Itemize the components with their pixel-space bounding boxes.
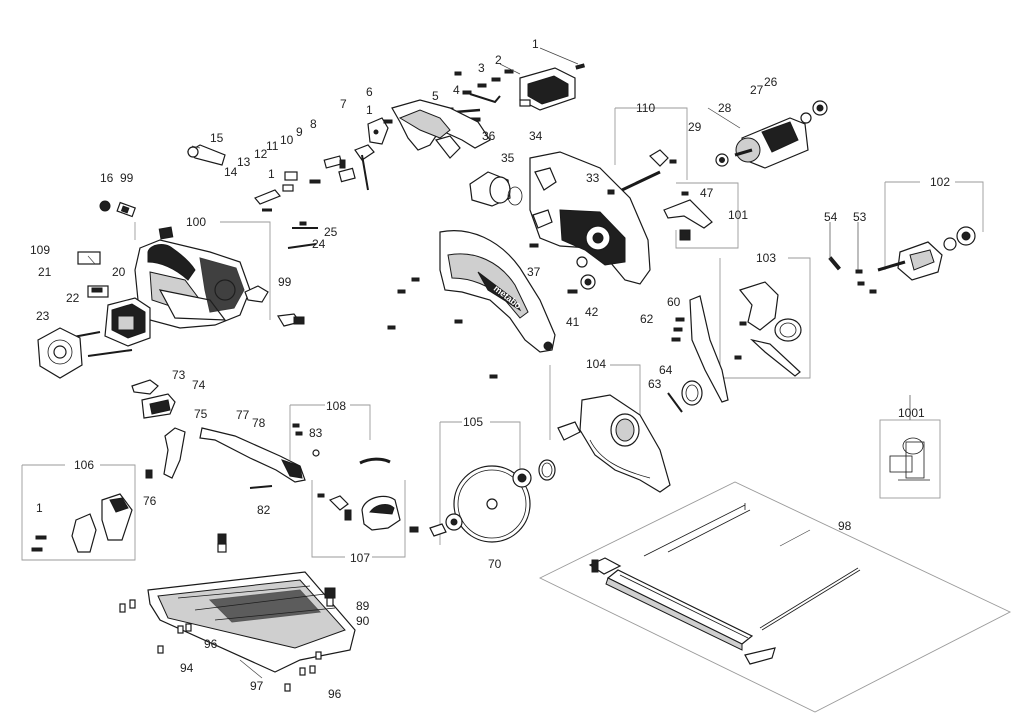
part-label-23: 23 [36, 309, 50, 323]
armature-assembly [715, 100, 828, 169]
part-label-96: 96 [204, 637, 218, 651]
depth-stop-assembly [163, 423, 391, 489]
part-label-73: 73 [172, 368, 186, 382]
part-label-35: 35 [501, 151, 515, 165]
part-label-21: 21 [38, 265, 52, 279]
lower-guard-104 [557, 394, 671, 493]
part-label-78: 78 [252, 416, 266, 430]
part-label-99: 99 [278, 275, 292, 289]
part-label-94: 94 [180, 661, 194, 675]
part-label-100: 100 [186, 215, 206, 229]
part-label-12: 12 [254, 147, 268, 161]
part-label-11: 11 [266, 139, 279, 153]
splitter-107 [317, 493, 401, 531]
part-label-42: 42 [585, 305, 599, 319]
part-label-9: 9 [296, 125, 303, 139]
part-label-47: 47 [700, 186, 714, 200]
part-label-70: 70 [488, 557, 502, 571]
riving-parts-110-101 [621, 149, 713, 241]
base-plate-97 [119, 533, 356, 692]
part-label-101: 101 [728, 208, 748, 222]
part-label-8: 8 [310, 117, 317, 131]
part-label-22: 22 [66, 291, 80, 305]
part-label-103: 103 [756, 251, 776, 265]
part-label-96: 96 [328, 687, 342, 701]
handles-106 [31, 469, 153, 553]
part-label-106: 106 [74, 458, 94, 472]
part-label-110: 110 [636, 101, 655, 115]
top-parts [186, 63, 585, 205]
saw-blade-105 [409, 459, 556, 543]
part-label-77: 77 [236, 408, 250, 422]
part-label-25: 25 [324, 225, 338, 239]
part-label-33: 33 [586, 171, 600, 185]
part-label-83: 83 [309, 426, 323, 440]
part-label-4: 4 [453, 83, 460, 97]
part-label-76: 76 [143, 494, 157, 508]
part-label-75: 75 [194, 407, 208, 421]
part-label-10: 10 [280, 133, 294, 147]
part-label-63: 63 [648, 377, 662, 391]
part-label-97: 97 [250, 679, 264, 693]
part-label-62: 62 [640, 312, 654, 326]
part-label-1: 1 [36, 501, 43, 515]
part-label-6: 6 [366, 85, 373, 99]
part-label-5: 5 [432, 89, 439, 103]
blade-guard-assembly: metabo [387, 151, 651, 379]
part-label-15: 15 [210, 131, 224, 145]
part-label-90: 90 [356, 614, 370, 628]
part-label-74: 74 [192, 378, 206, 392]
part-label-60: 60 [667, 295, 681, 309]
leader-lines [87, 47, 911, 679]
part-label-1: 1 [268, 167, 275, 181]
part-label-1: 1 [366, 103, 373, 117]
part-label-13: 13 [237, 155, 251, 169]
part-label-98: 98 [838, 519, 852, 533]
riving-knife-103 [667, 281, 802, 413]
accessory-1001 [889, 437, 930, 481]
part-label-107: 107 [350, 551, 370, 565]
part-label-36: 36 [482, 129, 496, 143]
part-label-108: 108 [326, 399, 346, 413]
part-label-16: 16 [100, 171, 114, 185]
part-label-89: 89 [356, 599, 370, 613]
part-label-53: 53 [853, 210, 867, 224]
part-label-1: 1 [532, 37, 539, 51]
fence-assembly-98 [538, 481, 1012, 713]
switch-parts-73-74 [131, 379, 176, 419]
motor-housing-100 [37, 200, 318, 379]
part-label-24: 24 [312, 237, 326, 251]
part-label-28: 28 [718, 101, 732, 115]
part-label-104: 104 [586, 357, 606, 371]
part-label-2: 2 [495, 53, 502, 67]
part-label-54: 54 [824, 210, 838, 224]
part-label-105: 105 [463, 415, 483, 429]
part-label-26: 26 [764, 75, 778, 89]
part-label-37: 37 [527, 265, 541, 279]
part-label-102: 102 [930, 175, 950, 189]
part-label-27: 27 [750, 83, 764, 97]
gear-head-102 [828, 226, 976, 294]
part-label-41: 41 [566, 315, 580, 329]
part-label-14: 14 [224, 165, 238, 179]
part-label-99: 99 [120, 171, 134, 185]
part-label-1001: 1001 [898, 406, 925, 420]
part-label-64: 64 [659, 363, 673, 377]
part-label-34: 34 [529, 129, 543, 143]
part-label-7: 7 [340, 97, 347, 111]
part-label-109: 109 [30, 243, 50, 257]
part-label-82: 82 [257, 503, 271, 517]
part-label-29: 29 [688, 120, 702, 134]
part-label-20: 20 [112, 265, 126, 279]
part-label-3: 3 [478, 61, 485, 75]
